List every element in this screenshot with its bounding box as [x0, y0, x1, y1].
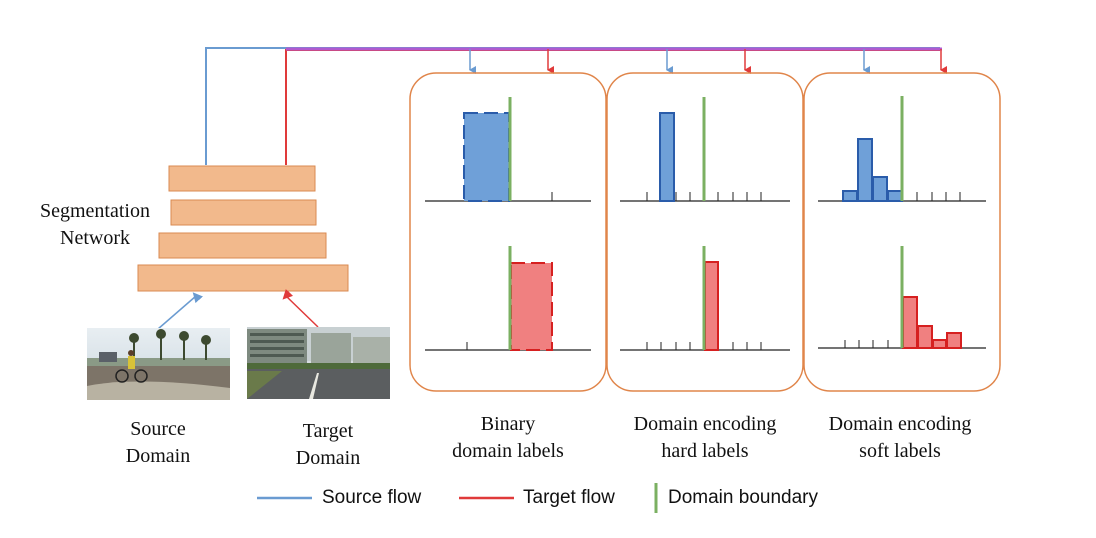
panel-hard-plots [620, 97, 790, 351]
panel-title-line-2: domain labels [452, 440, 564, 462]
segmentation-network [137, 165, 349, 292]
panel-hard [606, 72, 804, 392]
ticks [646, 342, 762, 350]
source-flow-line [205, 47, 940, 165]
network-layer-3 [158, 232, 327, 259]
target-label-line-1: Target [302, 420, 354, 442]
panel-soft [803, 72, 1001, 392]
panel-binary-plots [425, 97, 591, 351]
panel-binary [409, 72, 607, 392]
target-bar [704, 261, 719, 351]
panel-title-binary: Binary domain labels [415, 411, 601, 465]
panel-title-line-1: Domain encoding [828, 413, 972, 435]
target-bar [917, 325, 933, 349]
legend-target-label: Target flow [523, 487, 615, 508]
target-bar [946, 332, 962, 349]
source-input-arrow [157, 292, 204, 330]
source-label-line-1: Source [130, 418, 186, 440]
panel-title-line-2: soft labels [859, 440, 941, 462]
network-label-line-1: Segmentation [40, 200, 150, 222]
legend-boundary-label: Domain boundary [668, 487, 818, 508]
ticks [646, 192, 762, 201]
network-label-line-2: Network [60, 227, 130, 249]
target-bar [932, 339, 947, 349]
source-bar [872, 176, 888, 202]
source-domain-image [87, 328, 230, 400]
ticks [844, 340, 889, 348]
target-domain-image [247, 327, 390, 399]
network-layer-4 [137, 264, 349, 292]
legend-source-label: Source flow [322, 487, 422, 508]
panel-title-line-1: Domain encoding [633, 413, 777, 435]
source-bar [463, 112, 510, 202]
network-layer-2 [170, 199, 317, 226]
network-layer-1 [168, 165, 316, 192]
source-bar [842, 190, 858, 202]
panel-title-line-1: Binary [480, 413, 536, 435]
panel-title-soft: Domain encoding soft labels [802, 411, 998, 465]
source-label-line-2: Domain [125, 445, 191, 467]
target-domain-label: Target Domain [263, 418, 393, 472]
source-bar [887, 190, 903, 202]
panel-soft-plots [818, 96, 986, 349]
panel-title-line-2: hard labels [661, 440, 749, 462]
ticks [916, 192, 961, 201]
target-flow-line [285, 49, 940, 165]
target-input-arrow [282, 288, 319, 328]
target-bar [902, 296, 918, 349]
flow-routing [205, 47, 947, 165]
panel-title-hard: Domain encoding hard labels [607, 411, 803, 465]
network-label: Segmentation Network [20, 198, 170, 252]
target-label-line-2: Domain [295, 447, 361, 469]
source-bar [857, 138, 873, 202]
source-bar [659, 112, 675, 202]
source-domain-label: Source Domain [93, 416, 223, 470]
target-bar [510, 262, 553, 351]
